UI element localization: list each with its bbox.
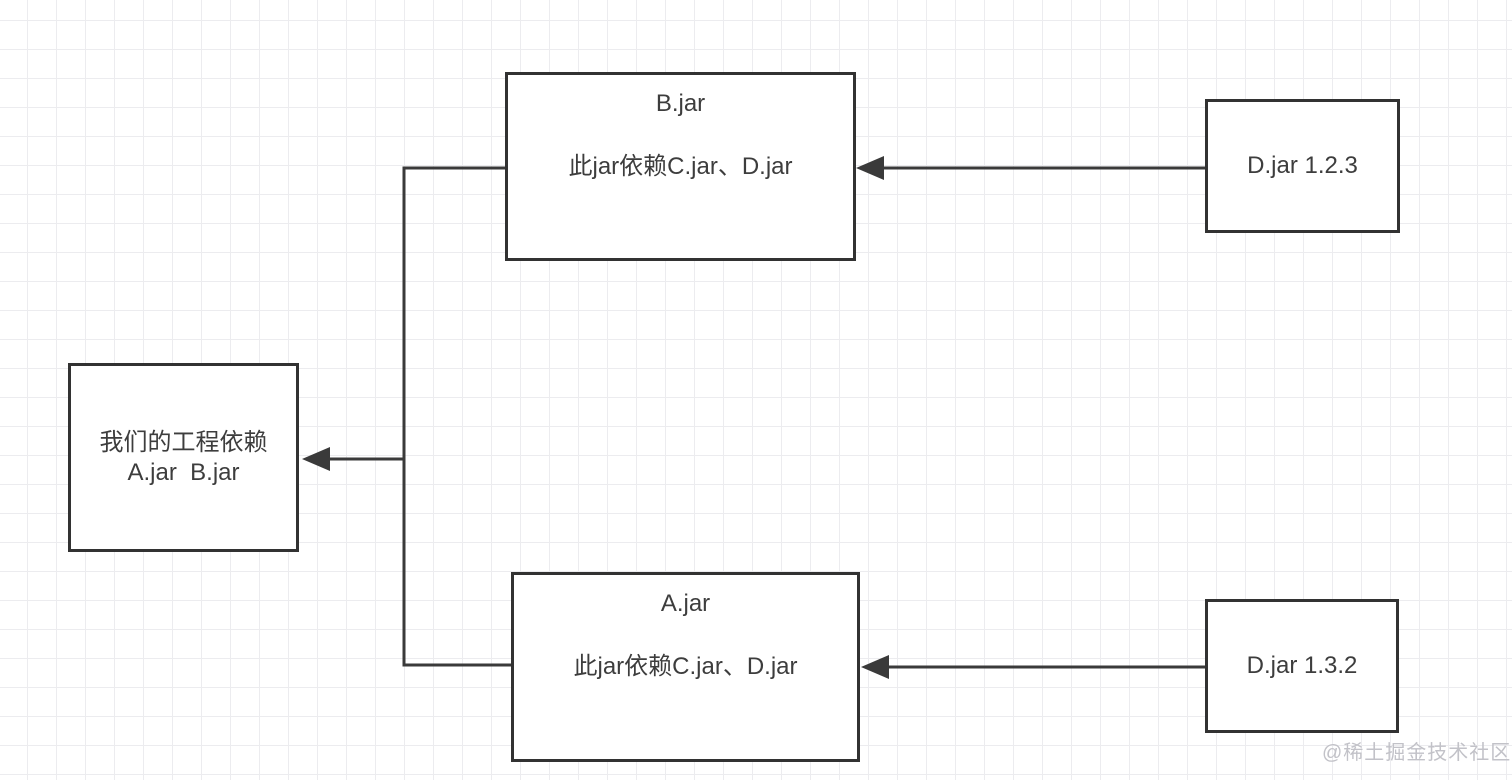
node-label-line1: 我们的工程依赖 xyxy=(99,428,268,456)
node-our-project: 我们的工程依赖 A.jar B.jar xyxy=(68,363,299,552)
node-d-jar-123: D.jar 1.2.3 xyxy=(1205,99,1400,233)
node-label: D.jar 1.3.2 xyxy=(1246,652,1358,679)
node-b-jar: B.jar 此jar依赖C.jar、D.jar xyxy=(505,72,856,261)
node-title: B.jar xyxy=(655,90,706,117)
edge-bjar-ajar-to-project xyxy=(302,166,511,667)
node-title: A.jar xyxy=(660,590,711,617)
node-subtitle: 此jar依赖C.jar、D.jar xyxy=(568,152,793,180)
watermark: @稀土掘金技术社区 xyxy=(1322,742,1512,764)
arrowhead-left-icon xyxy=(856,156,884,180)
arrowhead-left-icon xyxy=(302,447,330,471)
edge-d132-to-ajar xyxy=(861,655,1205,679)
edge-d123-to-bjar xyxy=(856,156,1205,180)
node-label-line2: A.jar B.jar xyxy=(127,458,240,486)
node-label: D.jar 1.2.3 xyxy=(1247,152,1358,179)
node-d-jar-132: D.jar 1.3.2 xyxy=(1205,599,1399,733)
node-subtitle: 此jar依赖C.jar、D.jar xyxy=(573,653,798,680)
arrowhead-left-icon xyxy=(861,655,889,679)
node-a-jar: A.jar 此jar依赖C.jar、D.jar xyxy=(511,572,860,762)
